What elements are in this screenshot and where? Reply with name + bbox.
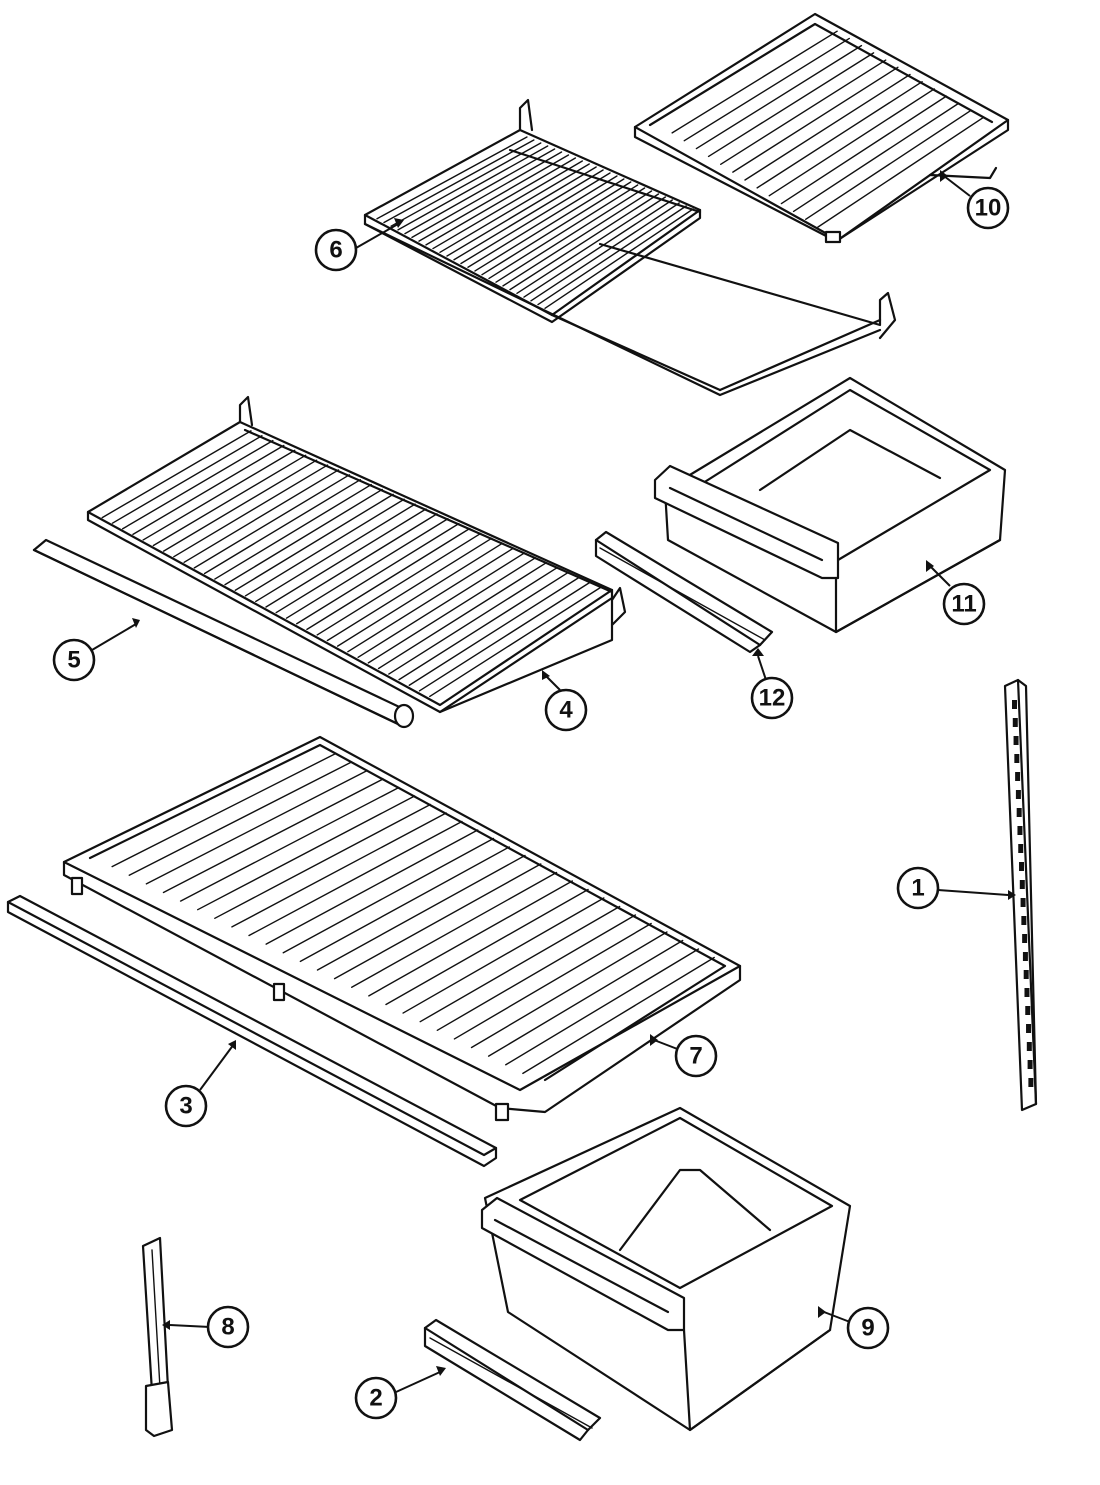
callout-label-8: 8 [221, 1314, 234, 1341]
callout-1: 1 [896, 866, 1016, 910]
wire-shelf-upper-6 [363, 98, 897, 397]
callout-label-1: 1 [911, 875, 924, 902]
callout-11: 11 [926, 560, 986, 626]
shelf-front-trim-tube-5 [32, 538, 415, 729]
wire-shelf-large-4 [86, 395, 627, 714]
crisper-cover-shelf-7 [62, 735, 742, 1122]
callout-label-11: 11 [951, 591, 976, 618]
callout-7: 7 [650, 1034, 718, 1078]
crisper-drawer-small-11 [653, 376, 1007, 634]
callout-label-9: 9 [861, 1315, 874, 1342]
callout-label-12: 12 [759, 685, 786, 712]
shelf-support-short-8 [141, 1236, 174, 1438]
callout-12: 12 [750, 648, 794, 720]
crisper-drawer-large-9 [480, 1106, 852, 1432]
shelf-support-ladder-1 [1003, 678, 1038, 1112]
crisper-rail-upper-12 [594, 530, 774, 654]
callouts: 1 2 3 4 5 6 [52, 170, 1016, 1420]
callout-2: 2 [354, 1366, 446, 1420]
callout-label-4: 4 [559, 697, 573, 724]
callout-label-6: 6 [329, 237, 342, 264]
callout-5: 5 [52, 618, 140, 682]
callout-3: 3 [164, 1040, 236, 1128]
callout-label-7: 7 [689, 1043, 702, 1070]
callout-label-5: 5 [67, 647, 80, 674]
callout-6: 6 [314, 218, 404, 272]
callout-10: 10 [940, 170, 1010, 230]
callout-8: 8 [162, 1305, 250, 1349]
ribbed-cover-shelf-10 [633, 12, 1010, 244]
callout-4: 4 [542, 670, 588, 732]
callout-label-2: 2 [369, 1385, 382, 1412]
crisper-rail-small-2 [423, 1318, 602, 1442]
glass-shelf-front-trim-3 [6, 894, 498, 1168]
callout-label-10: 10 [975, 195, 1002, 222]
callout-9: 9 [818, 1306, 890, 1350]
callout-label-3: 3 [179, 1093, 192, 1120]
